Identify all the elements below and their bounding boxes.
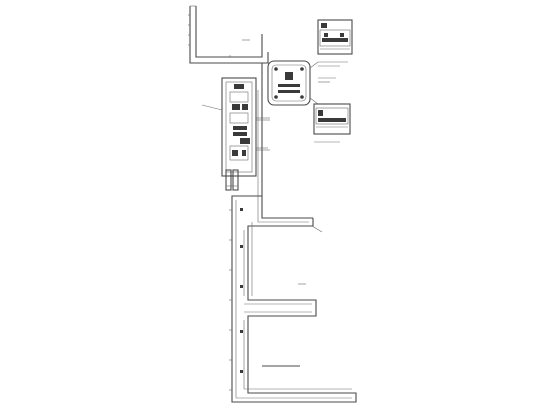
equipment-room [221,63,270,200]
detail-box-a [317,19,353,67]
top-duct-stub [188,5,269,64]
detail-box-b [313,77,351,143]
circular-detail [267,60,319,106]
room-callouts [201,104,270,149]
dimensions [298,225,323,285]
main-duct [229,195,357,403]
